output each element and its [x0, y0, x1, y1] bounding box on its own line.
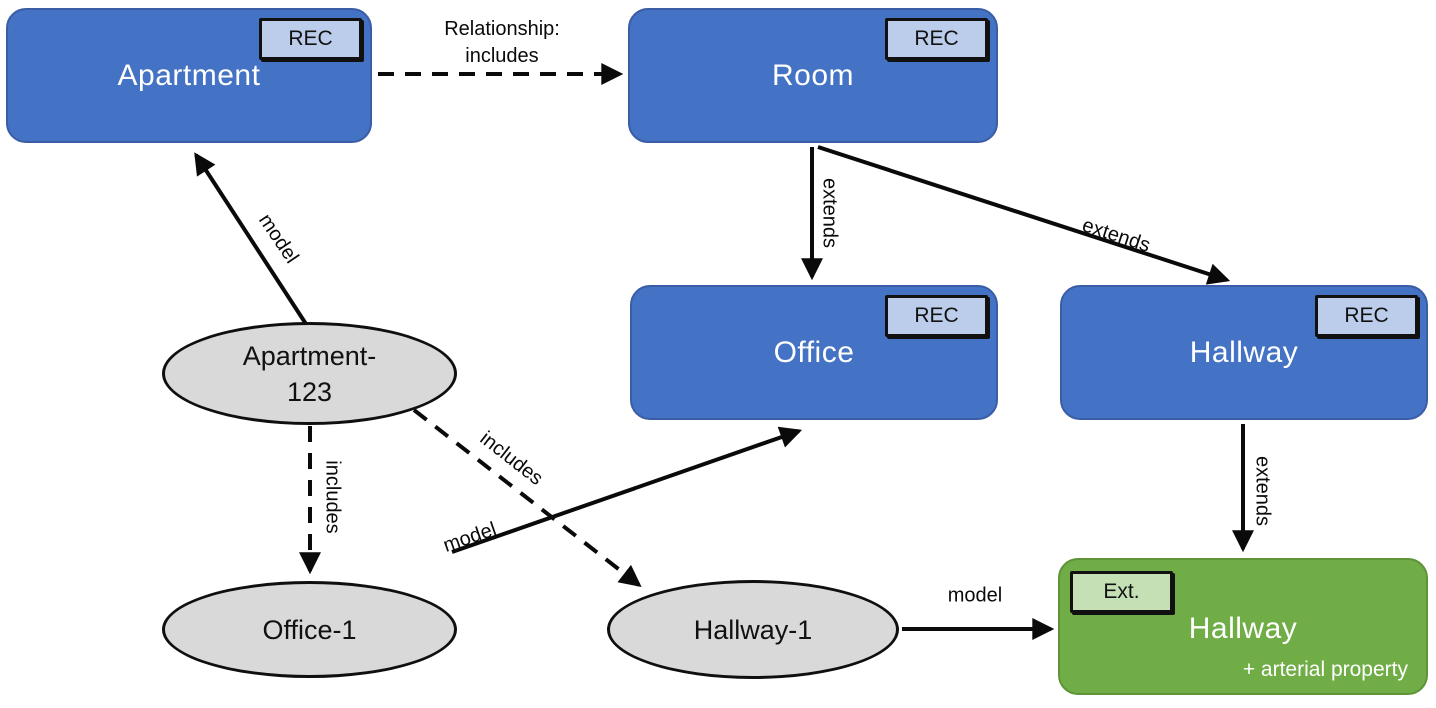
node-room-label: Room — [771, 58, 855, 92]
node-apartment-label: Apartment — [117, 58, 261, 92]
node-apartment-123-label-line1: Apartment- — [242, 340, 377, 371]
rec-badge: REC — [1315, 295, 1418, 337]
edge-label-relationship-line1: Relationship: — [444, 18, 560, 40]
node-hallway-ext-sublabel: + arterial property — [1242, 658, 1408, 681]
node-apartment-123-label-line2: 123 — [286, 376, 333, 407]
rec-badge: REC — [885, 295, 988, 337]
node-room: REC Room — [628, 8, 998, 143]
node-office-1: Office-1 — [162, 581, 457, 678]
edge-label-includes-office1: includes — [321, 460, 344, 534]
node-hallway-ext: Ext. Hallway + arterial property — [1058, 558, 1428, 695]
node-hallway-1: Hallway-1 — [607, 580, 899, 679]
rec-badge: REC — [259, 18, 362, 60]
node-hallway-rec: REC Hallway — [1060, 285, 1428, 420]
edge-label-extends-office: extends — [818, 177, 841, 249]
rec-badge: REC — [885, 18, 988, 60]
edge-label-extends-hallwayext: extends — [1251, 455, 1274, 527]
node-office-label: Office — [773, 335, 855, 369]
node-office-1-label: Office-1 — [262, 614, 357, 645]
node-apartment: REC Apartment — [6, 8, 372, 143]
node-apartment-123: Apartment- 123 — [162, 322, 457, 425]
node-hallway-rec-label: Hallway — [1189, 335, 1299, 369]
edge-room-extends-hallway — [817, 145, 1231, 285]
node-office: REC Office — [630, 285, 998, 420]
node-hallway-ext-label: Hallway — [1188, 612, 1298, 645]
edge-label-relationship-line2: includes — [465, 45, 539, 67]
edge-label-model-hallwayext: model — [947, 584, 1003, 607]
ext-badge: Ext. — [1070, 571, 1173, 613]
edge-office1-model-office — [451, 426, 803, 554]
edge-apartment123-includes-hallway1 — [412, 408, 642, 588]
edge-label-relationship-includes: Relationship: includes — [444, 16, 560, 70]
node-hallway-1-label: Hallway-1 — [693, 614, 813, 645]
edge-apartment123-model-apartment — [194, 152, 308, 326]
